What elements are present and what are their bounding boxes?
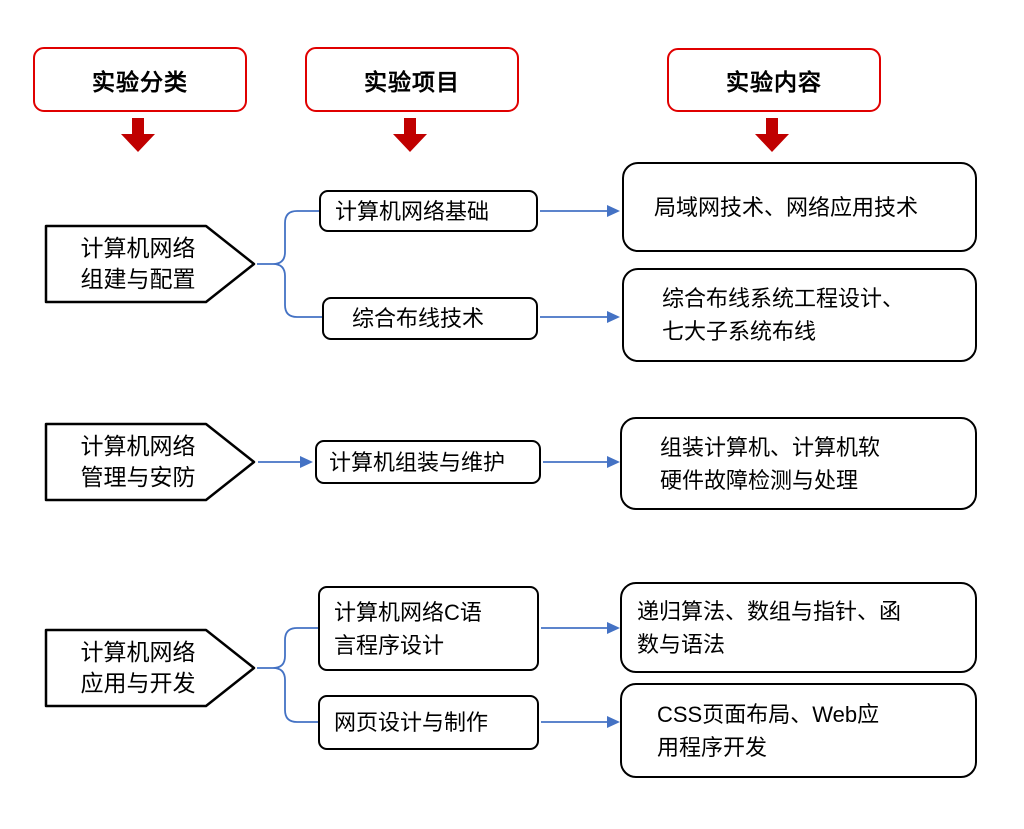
project-node-network-basics: 计算机网络基础 — [319, 190, 538, 232]
text-line: 言程序设计 — [334, 632, 445, 658]
category-node-network-development: 计算机网络 应用与开发 — [44, 628, 256, 708]
header-experiment-project: 实验项目 — [305, 47, 519, 112]
header-experiment-category: 实验分类 — [33, 47, 247, 112]
header-label: 实验内容 — [726, 69, 822, 95]
text-line: 局域网技术、网络应用技术 — [654, 194, 919, 220]
red-down-arrow-icon — [121, 118, 155, 152]
text-line: 管理与安防 — [80, 464, 196, 490]
text-line: 数与语法 — [637, 631, 726, 657]
header-experiment-content: 实验内容 — [667, 48, 881, 112]
pentagon-shape — [44, 224, 256, 304]
branch-connector — [257, 627, 318, 723]
text-line: 综合布线技术 — [352, 306, 485, 331]
category-label: 计算机网络 应用与开发 — [52, 628, 224, 708]
category-label: 计算机网络 组建与配置 — [52, 224, 224, 304]
arrowhead-icon — [607, 311, 620, 323]
text-line: 计算机网络基础 — [335, 198, 490, 224]
pentagon-shape — [44, 628, 256, 708]
category-label: 计算机网络 管理与安防 — [52, 422, 224, 502]
project-node-cabling-technology: 综合布线技术 — [322, 297, 538, 340]
content-node-algorithms: 递归算法、数组与指针、函 数与语法 — [620, 582, 977, 673]
text-line: 计算机网络 — [80, 235, 196, 261]
arrowhead-icon — [607, 622, 620, 634]
content-node-cabling-system: 综合布线系统工程设计、 七大子系统布线 — [622, 268, 977, 362]
text-line: 硬件故障检测与处理 — [660, 467, 859, 493]
text-line: 七大子系统布线 — [662, 319, 817, 344]
content-node-lan-technology: 局域网技术、网络应用技术 — [622, 162, 977, 252]
text-line: 计算机组装与维护 — [329, 449, 506, 475]
text-line: 计算机网络 — [80, 433, 196, 459]
text-line: 计算机网络C语 — [334, 599, 482, 625]
red-down-arrow-icon — [755, 118, 789, 152]
text-line: 网页设计与制作 — [334, 710, 489, 735]
arrowhead-icon — [607, 456, 620, 468]
text-line: 综合布线系统工程设计、 — [662, 286, 905, 311]
project-node-c-programming: 计算机网络C语 言程序设计 — [318, 586, 539, 671]
pentagon-shape — [44, 422, 256, 502]
project-node-computer-assembly: 计算机组装与维护 — [315, 440, 541, 484]
text-line: 计算机网络 — [80, 639, 196, 665]
red-down-arrow-icon — [393, 118, 427, 152]
arrowhead-icon — [300, 456, 313, 468]
branch-connector — [257, 210, 322, 318]
category-node-network-management: 计算机网络 管理与安防 — [44, 422, 256, 502]
category-node-network-setup: 计算机网络 组建与配置 — [44, 224, 256, 304]
text-line: 递归算法、数组与指针、函 — [637, 598, 902, 624]
arrowhead-icon — [607, 205, 620, 217]
text-line: 组建与配置 — [80, 266, 196, 292]
project-node-web-design: 网页设计与制作 — [318, 695, 539, 750]
header-label: 实验项目 — [364, 68, 460, 95]
text-line: 用程序开发 — [657, 734, 768, 760]
header-label: 实验分类 — [92, 68, 188, 95]
text-line: CSS页面布局、Web应 — [657, 701, 880, 727]
arrowhead-icon — [607, 716, 620, 728]
content-node-assembly-troubleshooting: 组装计算机、计算机软 硬件故障检测与处理 — [620, 417, 977, 510]
content-node-css-web-development: CSS页面布局、Web应 用程序开发 — [620, 683, 977, 778]
text-line: 应用与开发 — [80, 670, 196, 696]
text-line: 组装计算机、计算机软 — [660, 434, 881, 460]
